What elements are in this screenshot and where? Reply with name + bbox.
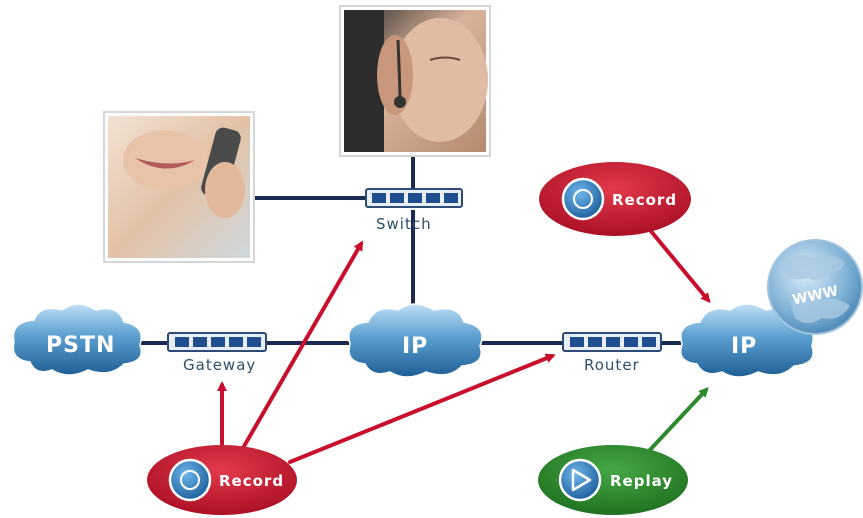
pstn-cloud: PSTN	[12, 303, 142, 376]
pstn-label: PSTN	[46, 333, 115, 358]
switch-device: Switch	[365, 188, 463, 233]
record-icon	[561, 177, 605, 221]
ip-cloud-center: IP	[348, 303, 483, 378]
router-device: Router	[562, 332, 662, 374]
record-bottom-label: Record	[219, 472, 284, 490]
arrow-record-to-switch	[241, 240, 364, 450]
record-icon-ring	[573, 189, 593, 209]
switch-label: Switch	[376, 215, 432, 233]
record-icon	[168, 458, 212, 502]
caller-photo	[103, 111, 255, 263]
record-button-bottom[interactable]: Record	[147, 445, 297, 515]
replay-label: Replay	[610, 472, 673, 490]
record-icon-ring	[180, 470, 200, 490]
arrow-replay-to-ip-right	[646, 387, 709, 454]
arrows	[217, 228, 711, 464]
ip-cloud-right: IP	[679, 303, 814, 378]
arrow-record-to-router	[288, 353, 556, 464]
replay-button[interactable]: Replay	[538, 445, 688, 515]
arrow-record-to-ip-right	[648, 228, 711, 304]
ip-right-label: IP	[731, 334, 757, 359]
ip-center-label: IP	[402, 334, 428, 359]
record-button-top[interactable]: Record	[539, 162, 691, 236]
router-label: Router	[584, 356, 640, 374]
play-icon	[571, 468, 592, 492]
record-top-label: Record	[612, 191, 677, 209]
agent-photo	[339, 5, 491, 157]
globe-icon: WWW	[767, 239, 863, 335]
play-icon-circle	[558, 458, 602, 502]
gateway-label: Gateway	[183, 356, 256, 374]
gateway-device: Gateway	[167, 332, 267, 374]
